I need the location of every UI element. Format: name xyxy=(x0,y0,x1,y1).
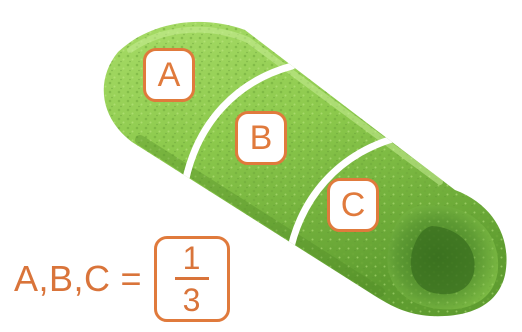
fraction-numerator: 1 xyxy=(183,242,201,274)
section-label-b: B xyxy=(235,111,287,165)
section-label-a: A xyxy=(143,48,195,102)
fraction-equation: A,B,C = 1 3 xyxy=(14,236,230,322)
fraction-denominator: 3 xyxy=(183,284,201,316)
fraction-bar xyxy=(175,277,209,280)
fraction-box: 1 3 xyxy=(154,236,230,322)
section-label-c: C xyxy=(327,178,379,232)
equation-lhs: A,B,C xyxy=(14,258,111,300)
equals-sign: = xyxy=(121,258,142,300)
